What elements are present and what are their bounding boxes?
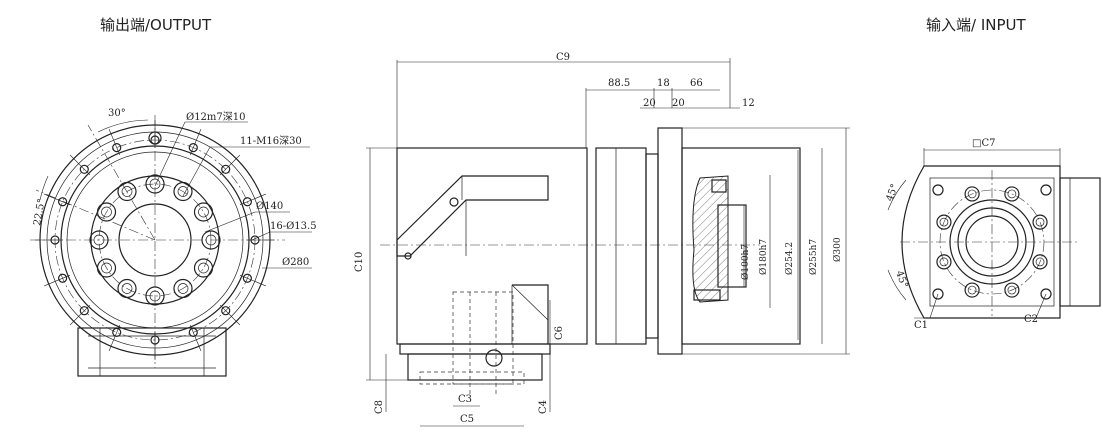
tapped-hole xyxy=(173,181,193,202)
bolt-hole xyxy=(221,164,231,174)
bolt-hole xyxy=(188,143,198,153)
dim-20b: 20 xyxy=(672,98,685,109)
angle-left-arc xyxy=(39,175,49,201)
tapped-hole xyxy=(96,258,117,278)
dim-88-5: 88.5 xyxy=(608,78,630,89)
bolt-hole xyxy=(58,197,68,207)
dim-d255: Ø255h7 xyxy=(808,239,819,275)
corner-hole-bl xyxy=(932,288,944,300)
dim-c6: C6 xyxy=(554,326,565,340)
dim-c8: C8 xyxy=(374,400,385,414)
output-shaft-base xyxy=(407,353,543,381)
angle-left-label: 22.5° xyxy=(32,198,48,227)
dim-12: 12 xyxy=(742,98,755,109)
angle-45-bottom: 45° xyxy=(893,269,909,289)
bolt-hole xyxy=(58,273,68,283)
bolt-hole xyxy=(112,143,122,153)
bolt-hole xyxy=(79,306,89,316)
pcd-outer-label: Ø280 xyxy=(282,257,309,268)
angle-housing xyxy=(396,147,588,345)
input-flange xyxy=(657,127,683,355)
tapped-hole xyxy=(89,230,109,250)
dim-d254: Ø254.2 xyxy=(784,242,795,275)
bolt-hole xyxy=(242,197,252,207)
tapped-hole xyxy=(117,181,137,202)
coupling-section xyxy=(692,175,729,303)
label-c2: C2 xyxy=(1024,314,1038,325)
angle-45-top: 45° xyxy=(884,183,900,203)
input-hole xyxy=(964,186,980,202)
tapped-hole xyxy=(96,202,117,222)
tapped-hole xyxy=(117,278,137,299)
side-section-view: C9 88.5 18 66 20 20 12 xyxy=(354,52,850,427)
input-adapter xyxy=(681,147,801,345)
dim-c7: □C7 xyxy=(972,138,995,149)
dim-66: 66 xyxy=(690,78,703,89)
bolt-hole xyxy=(188,327,198,337)
bolt-hole xyxy=(112,327,122,337)
dim-d100: Ø100h7 xyxy=(740,244,751,280)
tapped-hole xyxy=(173,278,193,299)
tapped-holes-label: 11-M16深30 xyxy=(240,135,302,147)
dim-c5: C5 xyxy=(460,414,474,425)
bolt-hole xyxy=(79,164,89,174)
dim-c3: C3 xyxy=(458,394,472,405)
tapped-hole xyxy=(193,258,214,278)
input-hole xyxy=(936,254,952,270)
corner-hole-tl xyxy=(932,184,944,196)
dim-d300: Ø300 xyxy=(832,237,843,262)
dim-c10: C10 xyxy=(354,252,365,272)
bolt-hole xyxy=(242,273,252,283)
input-hole xyxy=(1004,186,1020,202)
pin-hole xyxy=(148,131,162,145)
angle-top-arc xyxy=(97,119,149,133)
dim-c4: C4 xyxy=(538,400,549,414)
output-end-title: 输出端/OUTPUT xyxy=(100,16,212,34)
tapped-hole xyxy=(145,174,165,194)
pin-hole-label: Ø12m7深10 xyxy=(186,111,246,123)
tapped-holes-group xyxy=(89,174,221,306)
input-end-title: 输入端/ INPUT xyxy=(926,16,1026,34)
corner-hole-tr xyxy=(1040,184,1052,196)
input-end-view: □C7 45° 45° C1 C2 xyxy=(884,138,1101,331)
input-hole xyxy=(936,214,952,230)
bolt-hole xyxy=(221,306,231,316)
input-hole xyxy=(964,282,980,298)
angle-top-label: 30° xyxy=(108,108,126,119)
input-hole xyxy=(1032,214,1048,230)
input-holes-group xyxy=(936,186,1048,298)
dim-c9: C9 xyxy=(556,52,570,63)
input-hole xyxy=(1032,254,1048,270)
dim-20a: 20 xyxy=(643,98,656,109)
tapped-hole xyxy=(193,202,214,222)
output-end-view: 30° 22.5° Ø12m7深10 11-M16深30 Ø140 16-Ø13… xyxy=(30,108,317,377)
bevel-tube xyxy=(396,175,549,257)
dim-18: 18 xyxy=(657,78,670,89)
pcd-inner-label: Ø140 xyxy=(256,201,283,212)
label-c1: C1 xyxy=(914,320,928,331)
bolt-holes-group xyxy=(35,120,275,360)
bolt-holes-label: 16-Ø13.5 xyxy=(270,221,317,232)
output-bore xyxy=(118,203,192,277)
corner-hole-br xyxy=(1040,288,1052,300)
tapped-hole xyxy=(145,286,165,306)
input-hole xyxy=(1004,282,1020,298)
dim-d180: Ø180h7 xyxy=(758,239,769,275)
tapped-hole xyxy=(201,230,221,250)
